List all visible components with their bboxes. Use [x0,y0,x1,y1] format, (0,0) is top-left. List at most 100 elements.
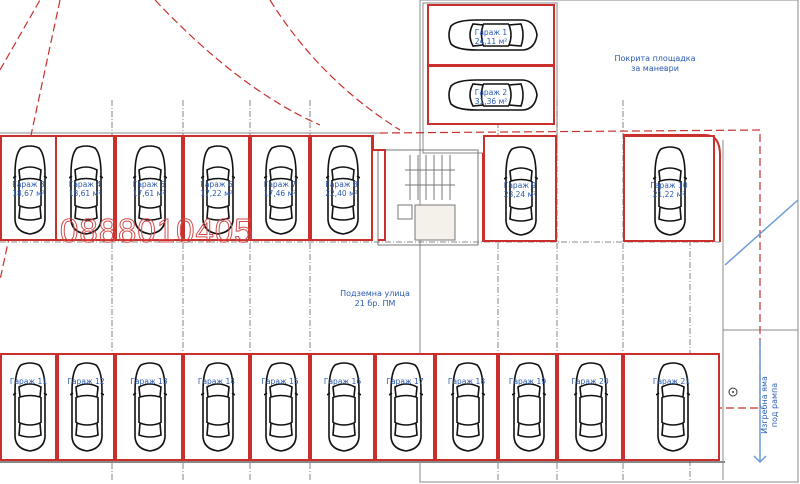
garage-number: Гараж 8 [325,180,358,189]
garage-area: 17,61 м² [132,189,166,198]
garage-slot-20: Гараж 20 [557,353,623,461]
garage-slot-16: Гараж 16 [310,353,375,461]
phone-watermark: 0888010405 [60,212,254,250]
garage-number: Гараж 16 [323,377,362,386]
car-icon [573,361,609,457]
garage-label: Гараж 21 [625,377,718,386]
garage-area: 24,11 м² [474,37,508,46]
ramp-line1: Изгребна яма [760,376,769,434]
car-icon [263,144,299,240]
garage-label: Гараж 18 [437,377,496,386]
garage-area: 17,46 м² [263,189,297,198]
garage-number: Гараж 19 [508,377,547,386]
garage-area: 18,67 м² [12,189,45,198]
garage-label: Гараж 14 [185,377,248,386]
car-icon [326,361,361,457]
car-icon [132,144,168,240]
car-icon [511,361,546,457]
garage-number: Гараж 21 [652,377,691,386]
garage-number: Гараж 14 [197,377,236,386]
garage-slot-18: Гараж 18 [435,353,498,461]
car-icon [450,361,485,457]
garage-number: Гараж 9 [503,180,537,190]
garage-area: 17,22 м² [200,189,233,198]
garage-area: 21,22 м² [652,189,686,199]
garage-area: 23,24 м² [503,189,537,199]
maneuver-area-line2: за маневри [631,64,679,73]
car-icon [388,361,424,457]
car-icon [68,144,104,240]
car-icon [132,361,168,457]
garage-number: Гараж 20 [571,377,609,386]
car-icon [503,145,539,241]
garage-label: Гараж 11 [2,377,55,386]
garage-label: Гараж 20 [559,377,621,386]
garage-number: Гараж 10 [650,180,688,190]
car-icon [655,361,690,457]
garage-area: 22,40 м² [325,189,358,198]
maneuver-area-line1: Покрита площадка [614,54,696,63]
garage-number: Гараж 1 [474,28,508,37]
garage-slot-15: Гараж 15 [250,353,310,461]
garage-number: Гараж 2 [474,88,508,97]
garage-number: Гараж 12 [67,377,105,386]
garage-area: 18,61 м² [68,189,102,198]
car-icon [12,144,47,240]
garage-label: Гараж 19 [500,377,555,386]
street-label: Подземна улица 21 бр. ПМ [320,289,430,309]
garage-slot-21: Гараж 21 [623,353,720,461]
maneuver-area-label: Покрита площадка за маневри [600,54,710,74]
garage-number: Гараж 6 [200,180,233,189]
garage-slot-14: Гараж 14 [183,353,250,461]
car-icon [447,78,539,116]
garage-number: Гараж 5 [132,180,166,189]
garage-area: 31,36 м² [474,97,508,106]
garage-number: Гараж 3 [12,180,45,189]
ramp-line2: под рампа [770,382,779,428]
garage-label: Гараж 12 [59,377,113,386]
garage-number: Гараж 13 [130,377,168,386]
car-icon [12,361,47,457]
garage-label: Гараж 17 [377,377,433,386]
car-icon [652,145,688,241]
garage-number: Гараж 15 [261,377,299,386]
garage-number: Гараж 11 [9,377,48,386]
garage-label: Гараж 13 [117,377,181,386]
garage-number: Гараж 4 [68,180,102,189]
street-line1: Подземна улица [340,289,410,298]
garage-label: Гараж 16 [312,377,373,386]
car-icon [447,18,539,56]
garage-slot-13: Гараж 13 [115,353,183,461]
garage-slot-12: Гараж 12 [57,353,115,461]
car-icon [263,361,299,457]
car-icon [200,144,235,240]
car-icon [325,144,360,240]
garage-slot-17: Гараж 17 [375,353,435,461]
garage-number: Гараж 18 [447,377,486,386]
garage-label: Гараж 15 [252,377,308,386]
street-line2: 21 бр. ПМ [354,299,396,308]
garage-number: Гараж 7 [263,180,297,189]
car-icon [69,361,105,457]
